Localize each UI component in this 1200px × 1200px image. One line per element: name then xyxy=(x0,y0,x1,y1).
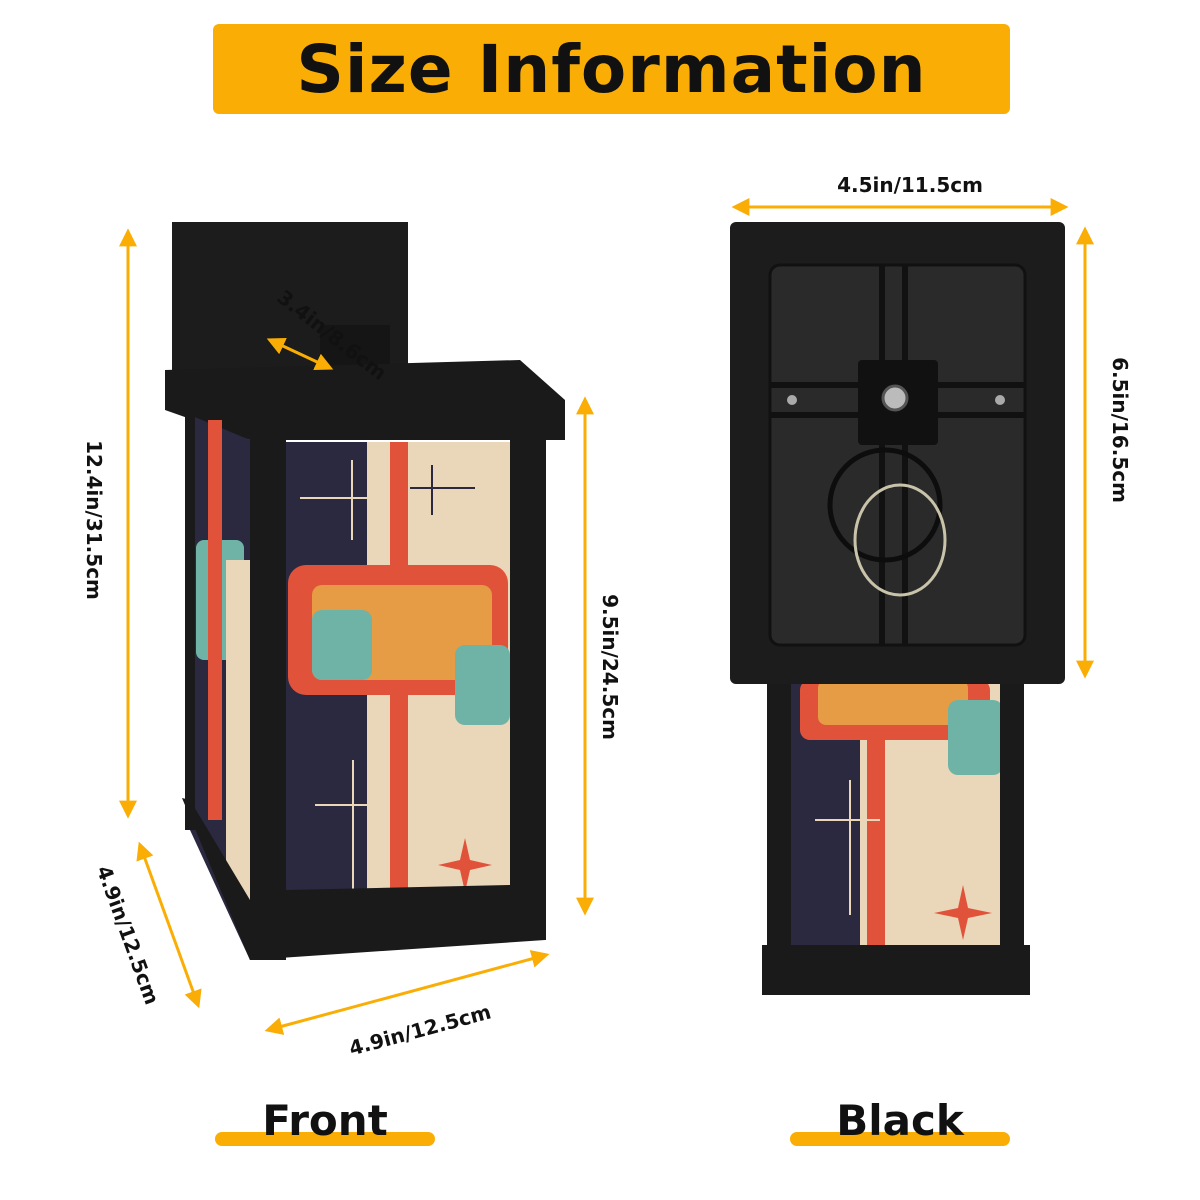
caption-back-text: Black xyxy=(836,1096,964,1145)
label-shade-height: 9.5in/24.5cm xyxy=(598,594,622,740)
arrow-base-width xyxy=(264,950,550,1035)
label-plate-height: 6.5in/16.5cm xyxy=(1108,357,1132,503)
caption-front: Front xyxy=(215,1092,435,1152)
back-lamp xyxy=(730,222,1065,995)
back-base xyxy=(762,945,1030,995)
title-banner: Size Information xyxy=(213,24,1010,114)
caption-front-underline xyxy=(215,1132,435,1146)
front-lamp xyxy=(165,222,565,960)
frame-post-left xyxy=(250,440,286,960)
lamp-top-cap xyxy=(165,360,565,440)
caption-front-text: Front xyxy=(262,1096,388,1145)
label-total-height: 12.4in/31.5cm xyxy=(82,440,106,600)
caption-back: Black xyxy=(790,1092,1010,1152)
arrow-mount-depth xyxy=(266,337,334,371)
lamp-base xyxy=(182,798,545,960)
page-title: Size Information xyxy=(296,30,927,108)
label-plate-width: 4.5in/11.5cm xyxy=(837,173,983,197)
arrow-base-depth xyxy=(136,841,202,1009)
caption-back-underline xyxy=(790,1132,1010,1146)
frame-post-right xyxy=(510,440,546,940)
